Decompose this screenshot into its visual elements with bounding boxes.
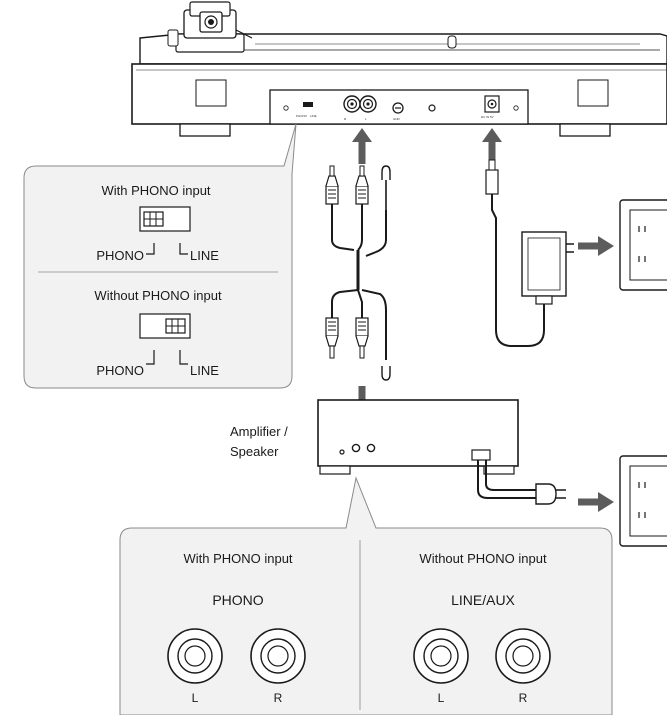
amplifier-label-2: Speaker [230, 444, 279, 459]
rca-input-jack-icon [250, 628, 306, 684]
dc-in-jack-icon [484, 95, 500, 113]
rca-plug-icon [325, 165, 339, 205]
rca-jack-icon [343, 95, 361, 113]
rca-plug-icon [355, 317, 369, 359]
section-title: Without PHONO input [419, 551, 547, 566]
svg-text:LINE: LINE [310, 114, 317, 118]
rear-connector-panel: PHONO LINE R L GND [269, 89, 529, 125]
selector-switch-icon [139, 313, 191, 339]
ground-terminal-icon [392, 102, 404, 114]
section-title: With PHONO input [101, 183, 210, 198]
with-phono-input-section: With PHONO input PHONO L R [167, 551, 306, 705]
switch-callout-panel [23, 123, 297, 389]
power-plug-icon [535, 483, 566, 505]
rca-plug-icon [355, 165, 369, 205]
svg-text:GND: GND [393, 117, 401, 121]
rca-input-jack-icon [167, 628, 223, 684]
tonearm-icon [167, 1, 253, 53]
rca-input-jack-icon [495, 628, 551, 684]
connect-arrow [482, 128, 502, 160]
input-name: PHONO [212, 592, 263, 608]
channel-left-label: L [192, 691, 199, 705]
selector-switch-icon [139, 206, 191, 232]
amplifier [317, 399, 566, 505]
section-title: With PHONO input [183, 551, 292, 566]
connect-arrow [578, 492, 614, 512]
rca-plug-icon [325, 317, 339, 359]
ground-fork-icon [381, 165, 391, 210]
amplifier-label: Amplifier / [230, 424, 288, 439]
phono-label: PHONO [96, 248, 144, 263]
with-phono-switch-section: With PHONO input PHONO LINE [96, 183, 219, 263]
wall-outlet-icon [619, 455, 667, 547]
svg-text:PHONO: PHONO [296, 114, 308, 118]
svg-text:DC IN 5V: DC IN 5V [481, 115, 494, 119]
line-label: LINE [190, 363, 219, 378]
connect-arrow [578, 236, 614, 256]
channel-right-label: R [519, 691, 528, 705]
rca-jack-icon [359, 95, 377, 113]
line-label: LINE [190, 248, 219, 263]
ground-fork-icon [381, 366, 391, 381]
input-callout-panel [119, 476, 613, 716]
without-phono-input-section: Without PHONO input LINE/AUX L R [413, 551, 551, 705]
section-title: Without PHONO input [94, 288, 222, 303]
channel-right-label: R [274, 691, 283, 705]
rca-cable [325, 165, 391, 381]
rca-input-jack-icon [413, 628, 469, 684]
svg-text:L: L [365, 117, 367, 121]
wall-outlet-icon [619, 199, 667, 291]
connect-arrow [352, 128, 372, 164]
ac-adapter [485, 159, 574, 347]
svg-text:R: R [344, 117, 347, 121]
input-name: LINE/AUX [451, 592, 515, 608]
without-phono-switch-section: Without PHONO input PHONO LINE [94, 288, 222, 378]
phono-label: PHONO [96, 363, 144, 378]
channel-left-label: L [438, 691, 445, 705]
turntable: PHONO LINE R L GND [131, 1, 667, 137]
